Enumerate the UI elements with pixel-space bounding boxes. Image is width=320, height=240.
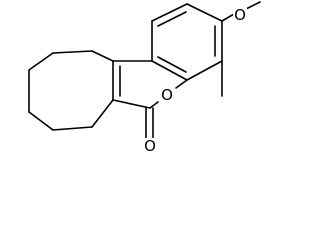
bond-ch2-5	[28, 111, 54, 131]
bond-ar-4	[186, 60, 223, 81]
bond-ch2-7	[91, 99, 114, 128]
methoxy-oxygen-bg	[233, 6, 247, 22]
bond-ar-1	[151, 3, 188, 22]
bond-ar-to-ring-o	[175, 79, 188, 89]
bond-ar-1-inner	[157, 11, 187, 27]
bond-ar-5	[151, 60, 188, 81]
carbonyl-oxygen-bg	[143, 138, 157, 154]
carbonyl-oxygen-label: O	[144, 137, 156, 155]
bond-ar-2	[186, 3, 223, 22]
molecule-drawing: O O O	[28, 1, 261, 155]
bond-ar-5-inner	[157, 56, 187, 73]
bond-ch2-2	[52, 50, 93, 54]
bond-ring-o-to-carbonyl-c	[149, 101, 159, 109]
ring-oxygen-bg	[160, 86, 174, 102]
bond-ch2-3	[28, 52, 54, 71]
bond-ch2-1	[91, 50, 114, 62]
bond-ch2-6	[52, 126, 93, 131]
bond-methoxy-ch3	[245, 1, 261, 10]
atom-labels: O O O	[143, 6, 247, 155]
structure-canvas: O O O	[28, 1, 261, 155]
bond-carbonyl-c-to-alkene-c	[112, 99, 151, 109]
ring-oxygen-label: O	[161, 86, 173, 104]
bonds	[28, 1, 261, 139]
methoxy-oxygen-label: O	[234, 6, 246, 24]
bond-methoxy-o	[221, 13, 235, 22]
